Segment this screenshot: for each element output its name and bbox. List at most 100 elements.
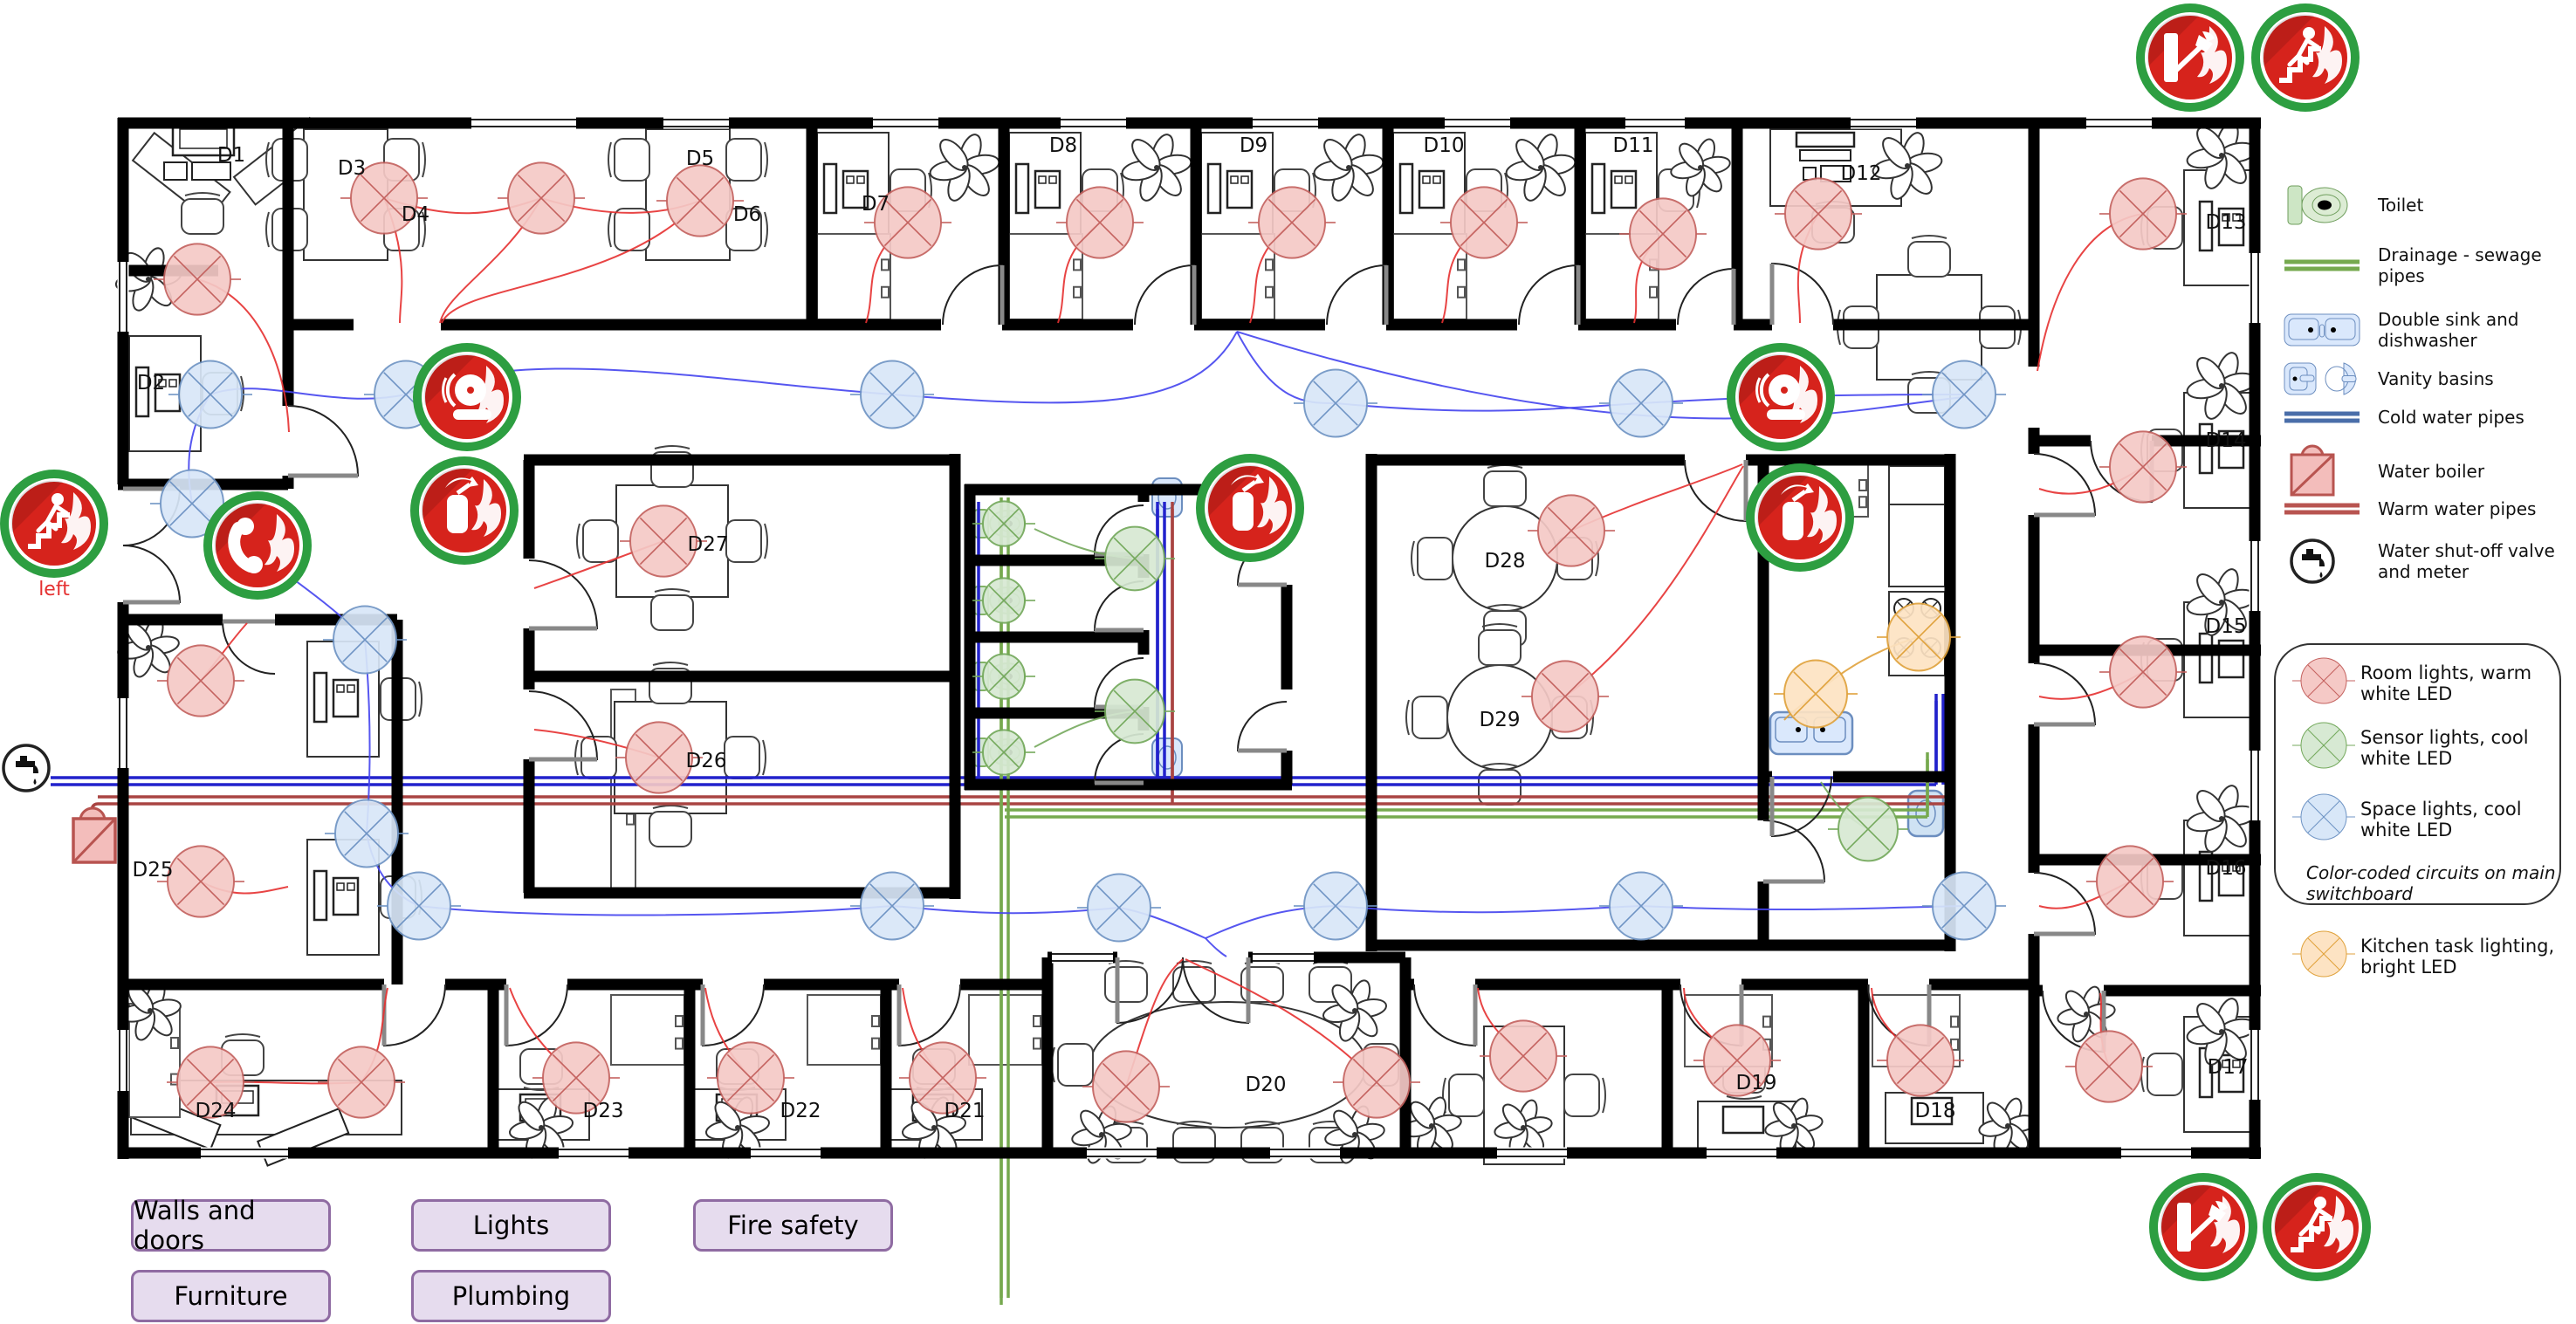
room-light[interactable]: [532, 1041, 620, 1115]
fire-axe-icon[interactable]: [2149, 1173, 2257, 1281]
door[interactable]: [1326, 264, 1387, 326]
door[interactable]: [2033, 453, 2097, 516]
room-light[interactable]: [498, 161, 585, 235]
room-light[interactable]: [157, 845, 244, 918]
room-light[interactable]: [1877, 1024, 1964, 1097]
door[interactable]: [2033, 662, 2097, 725]
space-light[interactable]: [1922, 360, 2006, 429]
door[interactable]: [1771, 776, 1832, 838]
room-light[interactable]: [340, 161, 428, 235]
room-light[interactable]: [899, 1041, 986, 1115]
room-light[interactable]: [1333, 1046, 1420, 1119]
room-light[interactable]: [1440, 186, 1528, 259]
walls-and-doors-button[interactable]: Walls and doors: [131, 1196, 331, 1255]
sensor-light[interactable]: [1095, 678, 1175, 744]
door[interactable]: [1684, 459, 1747, 523]
space-light[interactable]: [377, 871, 461, 941]
fire-ext-icon[interactable]: [410, 456, 519, 565]
room-light[interactable]: [154, 243, 241, 316]
door[interactable]: [1518, 264, 1579, 326]
room-light[interactable]: [1528, 494, 1615, 567]
door[interactable]: [528, 690, 599, 760]
sensor-light[interactable]: [1828, 796, 1908, 862]
sensor-light[interactable]: [1095, 525, 1175, 592]
door[interactable]: [1762, 820, 1826, 882]
kitchen-task-light[interactable]: [1877, 602, 1961, 672]
sensor-light[interactable]: [972, 729, 1035, 776]
space-light[interactable]: [168, 360, 252, 429]
fire-stairs-icon[interactable]: [2263, 1173, 2371, 1281]
space-light[interactable]: [1922, 871, 2006, 941]
door[interactable]: [122, 545, 182, 603]
room-light[interactable]: [1522, 660, 1609, 733]
kitchen-task-light[interactable]: [1774, 659, 1858, 729]
door[interactable]: [505, 984, 568, 1047]
door[interactable]: [1413, 984, 1476, 1047]
fire-ext-icon[interactable]: [1746, 463, 1854, 572]
sensor-light[interactable]: [972, 653, 1035, 700]
space-light[interactable]: [323, 605, 407, 675]
door[interactable]: [528, 559, 599, 629]
room-light[interactable]: [2065, 1030, 2153, 1103]
lights-button[interactable]: Lights: [411, 1199, 611, 1252]
door[interactable]: [1771, 262, 1834, 326]
space-light[interactable]: [1294, 871, 1377, 941]
space-light[interactable]: [850, 360, 934, 429]
room-light[interactable]: [2099, 177, 2187, 250]
door[interactable]: [1116, 957, 1184, 1025]
door[interactable]: [1677, 267, 1735, 326]
door[interactable]: [2033, 872, 2097, 935]
door[interactable]: [1236, 701, 1288, 751]
room-light[interactable]: [1248, 186, 1336, 259]
plumbing-button[interactable]: Plumbing: [411, 1270, 611, 1322]
room-light[interactable]: [620, 504, 707, 578]
room-light[interactable]: [167, 1046, 254, 1119]
sensor-light[interactable]: [972, 500, 1035, 547]
space-light[interactable]: [1599, 871, 1683, 941]
room-label-D27: D27: [688, 533, 729, 556]
space-light[interactable]: [1294, 368, 1377, 438]
door[interactable]: [702, 984, 765, 1047]
fire-stairs-icon[interactable]: [2251, 3, 2360, 112]
fire-axe-icon[interactable]: [2136, 3, 2244, 112]
space-light[interactable]: [325, 799, 409, 868]
sensor-light[interactable]: [972, 577, 1035, 624]
door[interactable]: [221, 621, 276, 675]
room-light[interactable]: [2099, 635, 2187, 709]
fire-safety-button[interactable]: Fire safety: [693, 1199, 893, 1252]
room-light[interactable]: [1082, 1050, 1170, 1123]
room-light[interactable]: [864, 186, 951, 259]
door[interactable]: [1182, 957, 1249, 1025]
room-light[interactable]: [1619, 197, 1707, 271]
room-light[interactable]: [157, 644, 244, 717]
door[interactable]: [942, 264, 1003, 326]
fire-bell-icon[interactable]: [1727, 343, 1835, 451]
room-light[interactable]: [656, 164, 744, 237]
room-light[interactable]: [2086, 845, 2174, 918]
fire-stairs-icon[interactable]: left: [0, 470, 108, 600]
room-light[interactable]: [2099, 430, 2187, 504]
door[interactable]: [898, 984, 961, 1047]
room-light[interactable]: [1480, 1019, 1567, 1093]
space-light[interactable]: [850, 871, 934, 941]
door[interactable]: [383, 984, 446, 1047]
door[interactable]: [1093, 657, 1144, 708]
fire-bell-icon[interactable]: [413, 343, 521, 451]
room-light[interactable]: [1693, 1024, 1781, 1097]
door[interactable]: [1093, 504, 1144, 555]
furniture-button[interactable]: Furniture: [131, 1270, 331, 1322]
space-light[interactable]: [150, 469, 234, 539]
door[interactable]: [287, 405, 360, 477]
room-light[interactable]: [1056, 186, 1144, 259]
space-light[interactable]: [1599, 368, 1683, 438]
room-light[interactable]: [318, 1046, 405, 1119]
space-light[interactable]: [1077, 873, 1161, 943]
fire-ext-icon[interactable]: [1196, 454, 1304, 562]
room-light[interactable]: [615, 721, 703, 794]
room-light[interactable]: [707, 1041, 794, 1115]
door[interactable]: [1134, 264, 1195, 326]
room-light[interactable]: [1775, 177, 1862, 250]
room-light-icon: [2291, 656, 2357, 710]
fire-phone-icon[interactable]: [203, 491, 312, 600]
